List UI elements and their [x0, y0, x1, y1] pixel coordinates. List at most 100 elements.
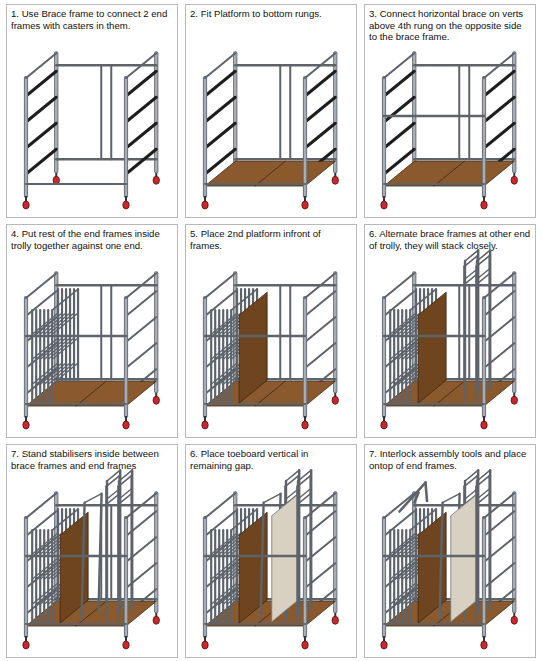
- frame-tube: [205, 555, 305, 557]
- frame-tube: [26, 623, 126, 625]
- frame-tube: [205, 183, 305, 185]
- frame-tube: [384, 555, 484, 557]
- frame-tube: [126, 123, 156, 148]
- frame-tube: [119, 488, 132, 499]
- frame-tube: [124, 298, 128, 416]
- frame-tube: [488, 256, 490, 390]
- frame-tube: [39, 530, 41, 622]
- frame-tube: [468, 285, 470, 379]
- caster-wheel: [153, 396, 159, 404]
- caster-wheel: [153, 176, 159, 184]
- frame-tube: [261, 503, 264, 620]
- platform-deck: [384, 161, 514, 186]
- frame-tube: [484, 493, 514, 518]
- step-caption: 2. Fit Platform to bottom rungs.: [190, 8, 352, 20]
- frame-tube: [464, 256, 477, 267]
- frame-tube: [51, 530, 53, 622]
- frame-tube: [218, 310, 220, 402]
- frame-tube: [214, 310, 216, 402]
- frame-tube: [205, 97, 235, 122]
- frame-tube: [26, 183, 126, 185]
- frame-tube: [289, 285, 291, 379]
- frame-tube: [309, 476, 311, 610]
- frame-tube: [26, 97, 56, 122]
- frame-tube: [264, 494, 281, 503]
- frame-tube: [210, 530, 212, 622]
- frame-tube: [203, 518, 207, 636]
- frame-tube: [488, 476, 490, 610]
- frame-tube: [205, 123, 235, 148]
- caster-wheel: [332, 396, 338, 404]
- frame-tube: [25, 298, 28, 416]
- caster-wheel: [153, 616, 159, 624]
- frame-tube: [125, 298, 128, 416]
- frame-tube: [125, 518, 128, 636]
- frame-tube: [468, 65, 470, 159]
- step-caption: 7. Interlock assembly tools and place on…: [369, 448, 531, 471]
- frame-tube: [383, 298, 386, 416]
- frame-tube: [31, 530, 33, 622]
- frame-tube: [384, 183, 484, 185]
- frame-tube: [26, 403, 126, 405]
- frame-tube: [214, 530, 216, 622]
- frame-tube: [482, 518, 486, 636]
- frame-tube: [285, 476, 298, 487]
- frame-tube: [397, 530, 399, 622]
- toeboard: [272, 496, 297, 622]
- frame-tube: [482, 298, 486, 416]
- frame-tube: [125, 78, 128, 196]
- frame-tube: [24, 298, 28, 416]
- trolley-illustration: [23, 273, 160, 429]
- frame-tube: [26, 273, 56, 298]
- step-panel: 4. Put rest of the end frames inside tro…: [6, 224, 178, 438]
- frame-tube: [482, 78, 486, 196]
- step-caption: 6. Place toeboard vertical in remaining …: [190, 448, 352, 471]
- caster-wheel: [302, 421, 308, 429]
- caster-wheel: [23, 641, 29, 649]
- frame-tube: [35, 310, 37, 402]
- frame-tube: [218, 530, 220, 622]
- platform-deck: [205, 381, 335, 406]
- frame-tube: [484, 123, 514, 148]
- frame-tube: [483, 518, 486, 636]
- frame-tube: [126, 273, 156, 298]
- frame-tube: [226, 530, 228, 622]
- frame-tube: [484, 273, 514, 298]
- frame-tube: [204, 298, 207, 416]
- caster-wheel: [511, 396, 517, 404]
- trolley-illustration: [381, 470, 518, 649]
- frame-tube: [303, 78, 307, 196]
- trolley-illustration: [23, 53, 160, 209]
- frame-tube: [401, 530, 403, 622]
- caster-wheel: [511, 616, 517, 624]
- frame-tube: [110, 285, 112, 379]
- platform-deck: [205, 601, 335, 626]
- frame-tube: [383, 78, 386, 196]
- frame-tube: [477, 268, 490, 279]
- frame-tube: [43, 310, 45, 402]
- step-panel: 7. Interlock assembly tools and place on…: [364, 444, 536, 658]
- caster-wheel: [123, 201, 129, 209]
- step-panel: 5. Place 2nd platform infront of frames.: [185, 224, 357, 438]
- frame-tube: [222, 530, 224, 622]
- frame-tube: [397, 310, 399, 402]
- frame-tube: [484, 53, 514, 78]
- frame-tube: [382, 298, 386, 416]
- frame-tube: [382, 518, 386, 636]
- frame-tube: [409, 530, 411, 622]
- frame-tube: [100, 285, 102, 379]
- frame-tube: [477, 470, 490, 481]
- frame-tube: [477, 250, 490, 261]
- frame-tube: [303, 518, 307, 636]
- frame-tube: [205, 273, 235, 298]
- frame-tube: [409, 310, 411, 402]
- frame-tube: [126, 149, 156, 174]
- frame-tube: [393, 310, 395, 402]
- step-panel: 2. Fit Platform to bottom rungs.: [185, 4, 357, 218]
- frame-tube: [26, 123, 56, 148]
- frame-tube: [105, 486, 107, 620]
- caster-wheel: [202, 201, 208, 209]
- frame-tube: [382, 78, 386, 196]
- caster-wheel: [481, 201, 487, 209]
- frame-tube: [26, 149, 56, 174]
